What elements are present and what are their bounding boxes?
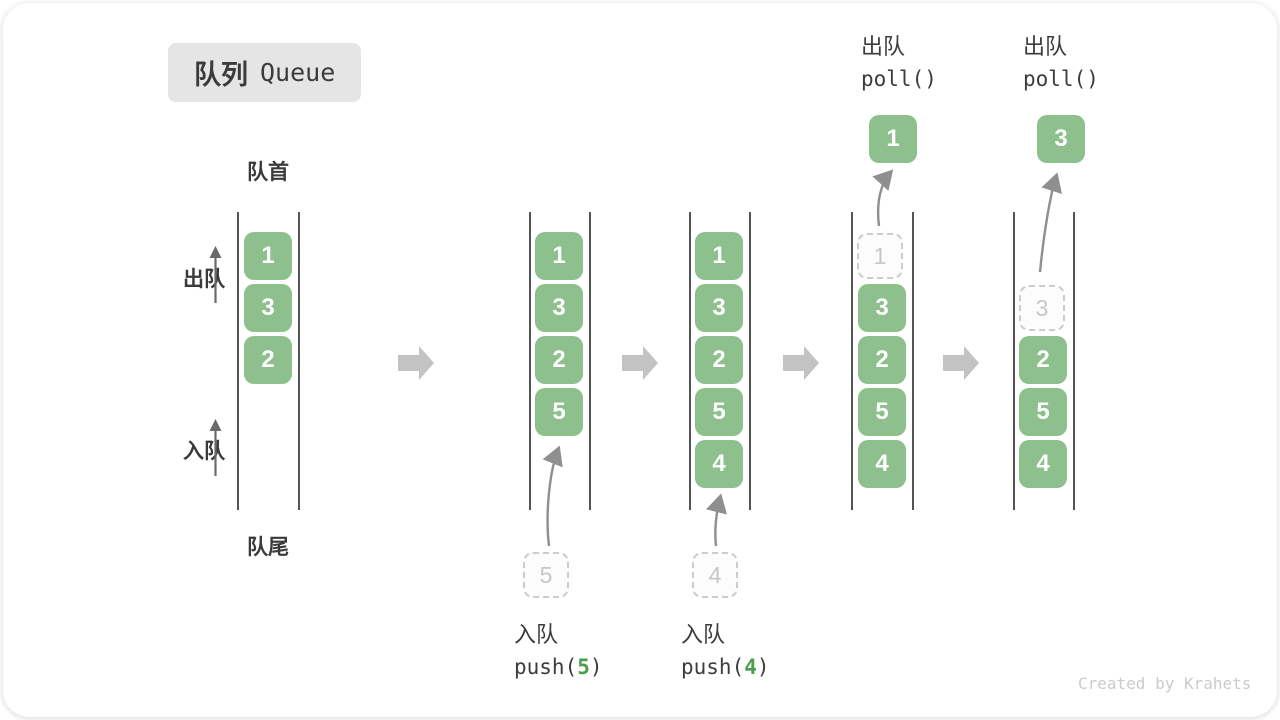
queue1-right-wall — [298, 212, 300, 510]
title-en: Queue — [260, 58, 336, 87]
watermark: Created by Krahets — [1078, 674, 1252, 693]
queue4-cell: 3 — [858, 284, 906, 332]
queue4-right-wall — [912, 212, 914, 510]
queue5-cell: 2 — [1019, 336, 1067, 384]
queue4-cell: 5 — [858, 388, 906, 436]
queue3-push-arg: 4 — [744, 655, 757, 679]
dequeue-arrow-up-icon — [209, 246, 222, 303]
queue3-left-wall — [689, 212, 691, 510]
queue3-push-annotation: 入队 push(4) — [681, 618, 770, 684]
queue4-polled-cell: 1 — [869, 115, 917, 163]
queue1-cell: 1 — [244, 232, 292, 280]
queue3-incoming-ghost-cell: 4 — [692, 552, 738, 598]
queue1-cell: 3 — [244, 284, 292, 332]
queue4-poll-annotation: 出队 poll() — [861, 30, 937, 96]
step-arrow-right-icon — [783, 346, 819, 380]
step-arrow-right-icon — [398, 346, 434, 380]
queue3-cell: 2 — [695, 336, 743, 384]
queue4-cell: 4 — [858, 440, 906, 488]
queue5-left-wall — [1013, 212, 1015, 510]
queue5-dequeued-ghost-cell: 3 — [1019, 285, 1065, 331]
queue2-push-label: 入队 — [514, 622, 559, 647]
queue5-poll-label: 出队 — [1023, 34, 1068, 59]
queue2-cell: 2 — [535, 336, 583, 384]
queue-front-label: 队首 — [247, 161, 289, 184]
queue2-right-wall — [589, 212, 591, 510]
queue3-cell: 1 — [695, 232, 743, 280]
title-zh: 队列 — [194, 60, 248, 90]
queue5-poll-annotation: 出队 poll() — [1023, 30, 1099, 96]
queue1-left-wall — [237, 212, 239, 510]
queue3-cell: 3 — [695, 284, 743, 332]
queue1-cell: 2 — [244, 336, 292, 384]
queue3-cell: 4 — [695, 440, 743, 488]
queue2-push-arg: 5 — [577, 655, 590, 679]
queue-rear-label: 队尾 — [247, 536, 289, 559]
queue5-right-wall — [1073, 212, 1075, 510]
queue4-poll-label: 出队 — [861, 34, 906, 59]
queue5-polled-cell: 3 — [1037, 115, 1085, 163]
queue3-cell: 5 — [695, 388, 743, 436]
step-arrow-right-icon — [943, 346, 979, 380]
queue2-push-annotation: 入队 push(5) — [514, 618, 603, 684]
step-arrow-right-icon — [622, 346, 658, 380]
queue3-push-label: 入队 — [681, 622, 726, 647]
queue3-push-code: push(4) — [681, 655, 770, 679]
queue2-cell: 3 — [535, 284, 583, 332]
queue2-push-code: push(5) — [514, 655, 603, 679]
title-chip: 队列 Queue — [168, 43, 362, 102]
queue2-cell: 5 — [535, 388, 583, 436]
queue4-poll-code: poll() — [861, 67, 937, 91]
queue4-left-wall — [851, 212, 853, 510]
queue4-cell: 2 — [858, 336, 906, 384]
queue5-cell: 5 — [1019, 388, 1067, 436]
queue2-cell: 1 — [535, 232, 583, 280]
queue3-right-wall — [749, 212, 751, 510]
enqueue-arrow-up-icon — [209, 419, 222, 476]
queue5-cell: 4 — [1019, 440, 1067, 488]
queue4-dequeued-ghost-cell: 1 — [857, 233, 903, 279]
queue5-poll-code: poll() — [1023, 67, 1099, 91]
queue2-incoming-ghost-cell: 5 — [523, 552, 569, 598]
queue2-left-wall — [529, 212, 531, 510]
